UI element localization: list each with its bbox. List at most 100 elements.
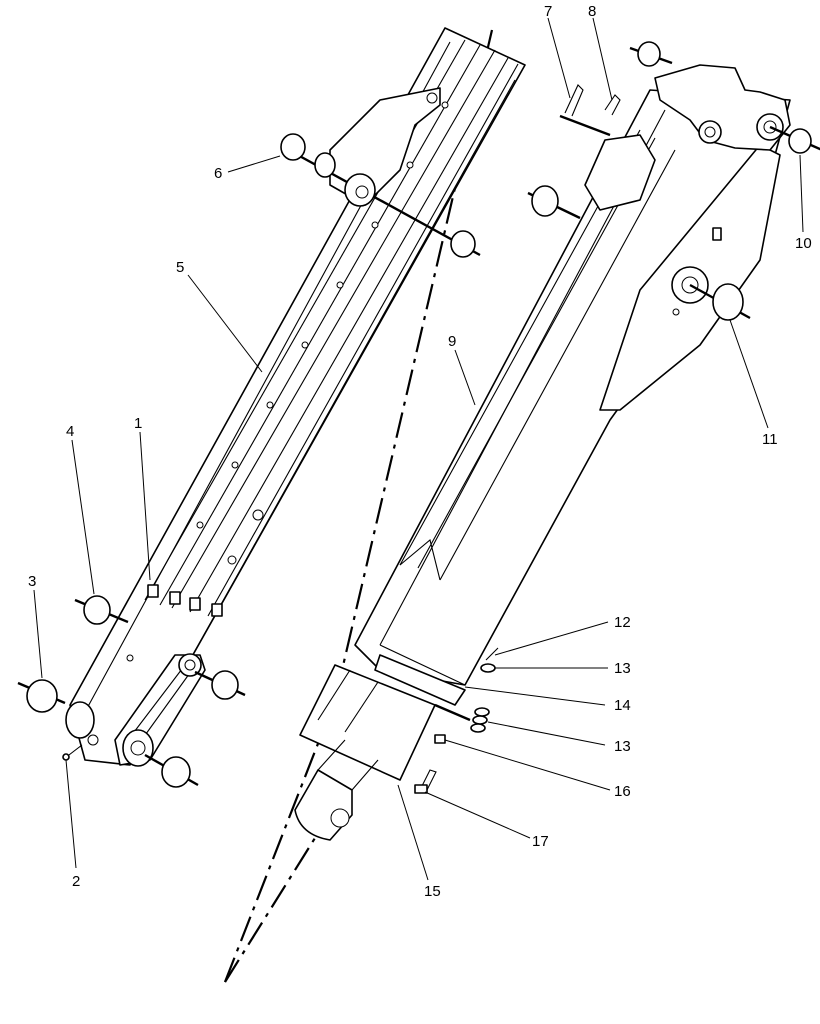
callout-15: 15	[424, 883, 441, 900]
upper-clevis	[584, 134, 656, 211]
rail-end-1	[147, 584, 159, 598]
washer-13-upper	[480, 663, 496, 673]
bolt-hole	[266, 401, 274, 409]
bolt-12	[485, 647, 499, 661]
assembly-centerline	[223, 29, 494, 983]
callout-9: 9	[448, 333, 456, 350]
callout-8: 8	[588, 3, 596, 20]
bolt-hole	[336, 281, 344, 289]
inner-boom-slide-rail-3	[171, 49, 496, 609]
rail-end-4	[211, 603, 223, 617]
top-bore-left	[704, 126, 716, 138]
inner-boom-slide-rail-2	[159, 44, 481, 606]
leader-12	[494, 621, 609, 656]
bushing-10	[788, 128, 812, 154]
washer-13	[472, 715, 488, 725]
leader-10	[799, 154, 804, 233]
callout-4: 4	[66, 423, 74, 440]
callout-6: 6	[214, 165, 222, 182]
washer-13	[474, 707, 490, 717]
grease-fitting-2-head	[62, 753, 70, 761]
callout-12: 12	[614, 614, 631, 631]
slide-block-groove	[344, 681, 379, 733]
top-mounting	[654, 64, 791, 151]
callout-7: 7	[544, 3, 552, 20]
rail-end-3	[189, 597, 201, 611]
callout-17: 17	[532, 833, 549, 850]
leader-2	[65, 759, 77, 869]
upper-pivot-pin	[280, 133, 481, 258]
rail-end-2	[169, 591, 181, 605]
callout-13-lower: 13	[614, 738, 631, 755]
callout-labels: 1 2 3 4 5 6 7 8 9 10 11 12 13 14 13 16 1…	[28, 3, 812, 900]
bolt-17-head	[414, 784, 428, 794]
bushing	[531, 185, 559, 217]
rod-end-bore	[330, 808, 350, 828]
bushing-6-opposite	[450, 230, 476, 258]
bushing	[161, 756, 191, 788]
inner-boom-lower-edge	[144, 79, 516, 741]
slide-block-groove	[317, 669, 351, 721]
slide-block-assembly	[294, 647, 499, 841]
bolt-hole	[301, 341, 309, 349]
bushing	[637, 41, 661, 67]
callout-11: 11	[762, 431, 778, 448]
inner-boom-slide-rail-5	[207, 63, 519, 617]
bushing-11	[712, 283, 744, 321]
leader-16	[444, 739, 611, 791]
outer-boom-rail	[417, 137, 656, 569]
leader-6	[227, 155, 281, 173]
leader-7	[547, 17, 571, 99]
clip-8	[604, 94, 621, 116]
leader-9	[454, 349, 476, 406]
lower-pins	[17, 595, 246, 788]
linkage-rib	[137, 669, 193, 746]
leader-15	[397, 784, 429, 881]
leader-17	[424, 791, 531, 839]
outer-boom-rail	[439, 149, 676, 581]
callout-16: 16	[614, 783, 631, 800]
retaining-pin-7	[559, 114, 611, 137]
bolt-hole	[231, 461, 239, 469]
callout-1: 1	[134, 415, 142, 432]
bolt-hole	[441, 101, 449, 109]
bushing-4	[83, 595, 111, 625]
bushing-6	[280, 133, 306, 161]
bolt-hole	[371, 221, 379, 229]
outer-boom-bottom-edge	[379, 644, 466, 686]
bushing-3	[26, 679, 58, 713]
stud-shaft	[434, 703, 471, 722]
pin-collar	[314, 152, 336, 178]
callout-13-upper: 13	[614, 660, 631, 677]
side-plate-hole	[672, 308, 680, 316]
rod-edge	[317, 739, 346, 771]
bracket-hole	[426, 92, 438, 104]
leader-11	[729, 319, 769, 429]
callout-3: 3	[28, 573, 36, 590]
lower-pivot-eye-left	[65, 701, 95, 739]
inner-boom-slide-rail-4	[189, 57, 509, 613]
bushing	[211, 670, 239, 700]
cylinder-rod-end	[294, 769, 353, 841]
callout-10: 10	[795, 235, 812, 252]
leader-4	[71, 439, 95, 595]
bolt-hole	[252, 509, 264, 521]
retaining-pin-7-head	[564, 84, 584, 117]
bolt-hole	[227, 555, 237, 565]
side-plate-pin	[712, 227, 722, 241]
rod-edge	[351, 759, 379, 791]
lower-pivot-bore	[87, 734, 99, 746]
upper-pivot-bore	[355, 185, 369, 199]
callout-5: 5	[176, 259, 184, 276]
outer-boom-pins	[527, 41, 820, 321]
bolt-hole	[196, 521, 204, 529]
leader-3	[33, 589, 43, 679]
bolt-hole	[126, 654, 134, 662]
leader-lines	[33, 17, 804, 881]
wear-pad-14	[374, 654, 466, 706]
slide-block-edge	[334, 664, 361, 676]
leader-8	[592, 17, 613, 101]
leader-14	[464, 686, 606, 706]
